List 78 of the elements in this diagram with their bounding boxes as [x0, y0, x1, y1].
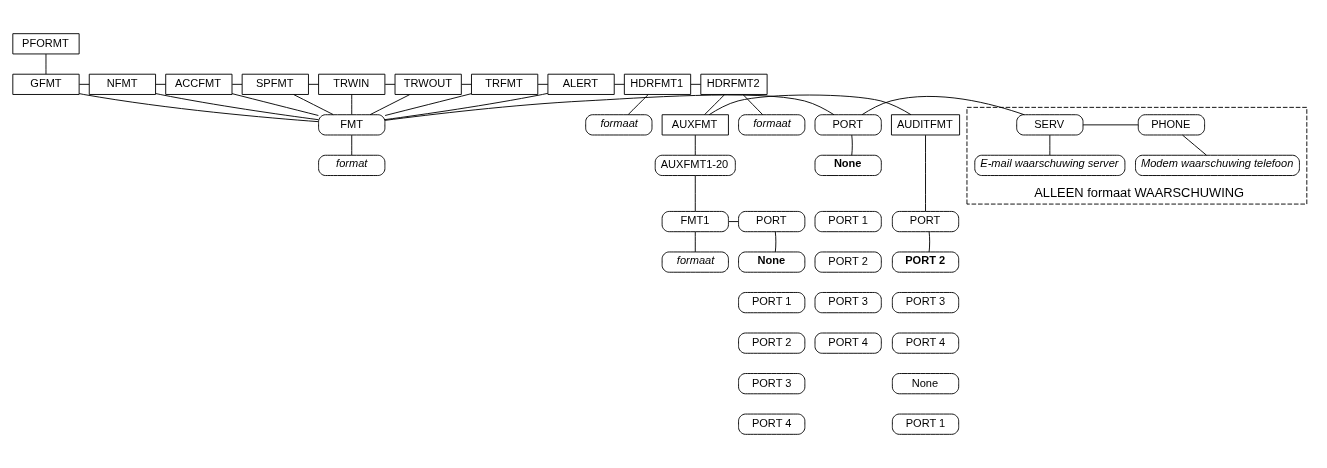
connector	[851, 134, 853, 156]
connector	[694, 134, 696, 156]
node-box: PORT 3	[814, 292, 882, 314]
connector	[155, 93, 319, 121]
connector	[1049, 134, 1051, 156]
node-box: AUXFMT	[661, 114, 729, 136]
connector	[537, 83, 549, 85]
connector	[614, 83, 625, 85]
node-box: formaat	[661, 251, 729, 273]
connector	[690, 83, 702, 85]
node-box: FMT1	[661, 211, 729, 233]
connector	[155, 83, 167, 85]
node-box: TRWOUT	[394, 73, 462, 95]
connector	[928, 231, 931, 253]
connector	[694, 175, 696, 212]
connector	[1182, 134, 1207, 156]
node-box: SPFMT	[241, 73, 309, 95]
connector	[708, 94, 912, 116]
connector	[774, 231, 777, 253]
node-box: PORT 3	[738, 373, 806, 395]
node-box: AUXFMT1-20	[654, 154, 736, 176]
connector	[742, 94, 764, 116]
node-box: PORT 4	[738, 413, 806, 435]
node-box: GFMT	[12, 73, 80, 95]
connector	[351, 94, 353, 116]
node-box: format	[318, 154, 386, 176]
node-box: TRWIN	[318, 73, 386, 95]
node-box: HDRFMT1	[623, 73, 692, 95]
node-box: None	[891, 373, 960, 395]
node-box: PORT 2	[738, 332, 806, 354]
connector	[78, 93, 319, 123]
connector	[369, 94, 411, 116]
node-box: formaat	[585, 114, 653, 136]
node-box: None	[738, 251, 806, 273]
connector	[293, 94, 334, 116]
node-box: None	[814, 154, 882, 176]
node-box: PORT	[738, 211, 806, 233]
node-box: AUDITFMT	[891, 114, 961, 136]
connector	[384, 83, 396, 85]
connector	[694, 231, 696, 253]
connector	[384, 94, 835, 121]
connector	[925, 134, 926, 212]
connector	[78, 83, 90, 85]
node-box: PORT	[814, 114, 882, 136]
node-box: formaat	[738, 114, 806, 136]
connector	[45, 53, 47, 75]
node-box: ALERT	[547, 73, 615, 95]
node-box: PORT 2	[814, 251, 882, 273]
node-box: HDRFMT2	[700, 73, 768, 95]
node-box: E-mail waarschuwing server	[974, 154, 1126, 176]
connector	[351, 134, 353, 156]
node-box: NFMT	[88, 73, 157, 95]
connector	[461, 83, 472, 85]
node-box: PORT 1	[814, 211, 882, 233]
node-box: ACCFMT	[165, 73, 233, 95]
connector	[728, 221, 739, 223]
connector	[231, 83, 243, 85]
connector	[231, 93, 319, 116]
connector	[627, 94, 649, 116]
node-box: PORT 2	[891, 251, 960, 273]
connector	[861, 96, 1025, 116]
node-box: PORT 4	[814, 332, 882, 354]
node-box: SERV	[1016, 114, 1084, 136]
connector	[384, 92, 549, 121]
node-box: PORT	[891, 211, 960, 233]
node-box: TRFMT	[471, 73, 539, 95]
node-box: PORT 3	[891, 292, 960, 314]
node-box: FMT	[318, 114, 386, 136]
node-box: PFORMT	[12, 33, 80, 55]
connector	[384, 93, 472, 116]
node-box: PHONE	[1137, 114, 1206, 136]
node-box: PORT 1	[891, 413, 960, 435]
node-box: PORT 1	[738, 292, 806, 314]
connector	[1082, 124, 1139, 126]
connector	[308, 83, 319, 85]
node-box: Modem waarschuwing telefoon	[1135, 154, 1300, 176]
node-box: PORT 4	[891, 332, 960, 354]
connector	[704, 94, 726, 116]
